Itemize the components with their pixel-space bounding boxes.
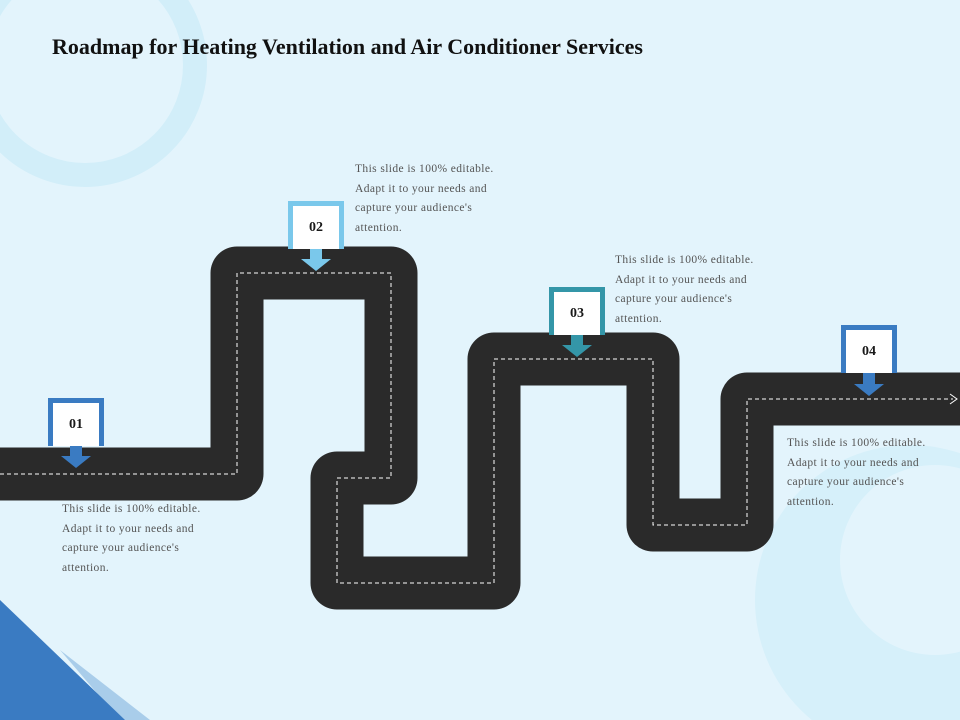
decor-circle-top-left [0,0,207,187]
milestone-description-01: This slide is 100% editable. Adapt it to… [62,503,201,574]
milestone-description-02: This slide is 100% editable. Adapt it to… [355,163,494,234]
decor-circle-inner [840,465,960,655]
arrow-down-icon-03 [562,333,592,357]
milestone-number-02: 02 [309,220,323,235]
milestone-marker-02: 02 [288,201,344,249]
decor-triangle-blue [0,600,125,720]
milestone-number-03: 03 [570,306,584,321]
milestone-description-04: This slide is 100% editable. Adapt it to… [787,437,926,508]
milestone-description-03: This slide is 100% editable. Adapt it to… [615,254,754,325]
decor-triangle-light [60,650,150,720]
milestone-marker-03: 03 [549,287,605,335]
milestone-number-01: 01 [69,417,83,432]
milestone-number-04: 04 [862,344,876,359]
road-end-arrowhead [949,393,958,405]
page-title: Roadmap for Heating Ventilation and Air … [52,34,643,59]
milestone-marker-01: 01 [48,398,104,446]
arrow-down-icon-02 [301,247,331,271]
milestone-marker-04: 04 [841,325,897,373]
arrow-down-icon-01 [61,444,91,468]
arrow-down-icon-04 [854,372,884,396]
road-centerline [0,272,953,584]
